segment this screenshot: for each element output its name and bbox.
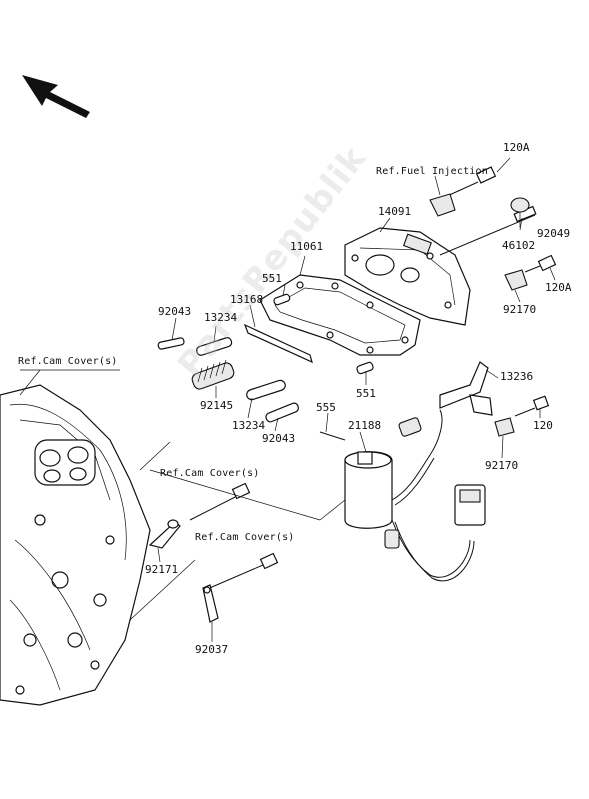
clamp-fuel-injection [429,193,456,217]
gasket-11061 [259,274,421,356]
part-92145-label: 92145 [200,399,234,412]
bolt-cam-cover-low [204,552,279,591]
bolt-120a-mid [524,254,557,273]
part-551-top-label: 551 [262,272,282,285]
bolt-cam-cover-mid [189,482,251,521]
ref-cam-cover-mid-label: Ref.Cam Cover(s) [160,468,260,479]
part-14091-label: 14091 [378,205,412,218]
part-13234-low-label: 13234 [232,419,266,432]
pin-92043-low [265,402,300,423]
clip-92170-low [494,417,515,437]
pin-13234-low [246,379,286,401]
part-13234-top-label: 13234 [204,311,238,324]
part-551-mid-label: 551 [356,387,376,400]
bolt-120 [514,395,550,417]
part-92049-label: 92049 [537,227,571,240]
part-13236-label: 13236 [500,370,534,383]
part-120-label: 120 [533,419,553,432]
part-92043-left-label: 92043 [158,305,192,318]
part-555-label: 555 [316,401,336,414]
cover-14091 [344,227,471,326]
bracket-13236 [439,361,493,416]
dowel-551-mid [356,361,374,375]
part-92171-label: 92171 [145,563,179,576]
ref-cam-cover-left-label: Ref.Cam Cover(s) [18,356,118,367]
leader-lines [19,157,556,642]
direction-arrow-icon [22,75,90,118]
cam-cover-engine [0,384,151,706]
part-92170-top-label: 92170 [503,303,537,316]
rod-555 [319,431,346,441]
part-21188-label: 21188 [348,419,382,432]
part-11061-label: 11061 [290,240,324,253]
clamp-92037 [202,584,219,623]
part-13168-label: 13168 [230,293,264,306]
clip-92170-top [504,269,528,291]
bushing-92049 [510,197,530,213]
part-120a-mid-label: 120A [545,281,572,294]
clip-92171 [148,519,181,549]
pin-92043-left [157,337,185,350]
ref-cam-cover-low-label: Ref.Cam Cover(s) [195,532,295,543]
spring-92145 [191,359,235,390]
dowel-551-top [273,293,291,306]
part-92043-low-label: 92043 [262,432,296,445]
part-46102-label: 46102 [502,239,536,252]
lever-13168 [243,323,313,364]
pin-13234-top [196,337,233,356]
part-120a-top-label: 120A [503,141,530,154]
sensor-21188 [344,409,486,582]
part-92037-label: 92037 [195,643,229,656]
part-92170-low-label: 92170 [485,459,519,472]
ref-fuel-injection-label: Ref.Fuel Injection [376,166,488,177]
